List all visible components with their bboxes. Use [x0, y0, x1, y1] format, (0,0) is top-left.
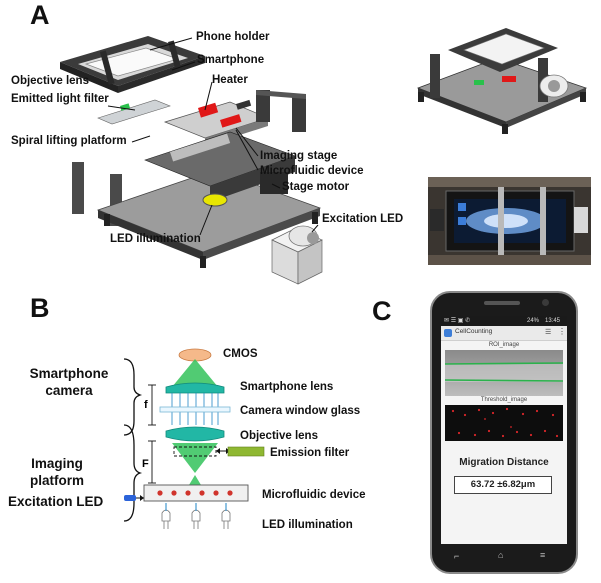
excitation-led-drawing [271, 225, 323, 285]
callout-heater: Heater [212, 74, 248, 86]
label-imaging-platform: Imaging platform [22, 455, 92, 489]
excitation-led-b [124, 495, 144, 501]
light-cone-lower [172, 443, 218, 473]
panel-c-letter: C [372, 296, 392, 326]
optical-path-diagram: f F [123, 348, 265, 529]
back-key-icon[interactable]: ⌐ [454, 551, 460, 561]
stage-motor-block [260, 172, 288, 194]
label-led-illumination-b: LED illumination [262, 519, 353, 531]
result-title: Migration Distance [459, 457, 549, 468]
roi-image [445, 350, 563, 396]
menu-icon[interactable]: ☰ [545, 329, 552, 336]
phone-screen: ✉ ☰ ▣ ✆ 24% 13:45 CellCounting ☰ ⋮ ROI_i… [441, 316, 567, 544]
phone-speaker [484, 301, 520, 305]
objective-lens-b [165, 426, 225, 442]
left-post [72, 162, 84, 214]
led-illumination-b [161, 509, 231, 529]
emission-filter [227, 446, 265, 457]
cells [157, 490, 233, 496]
label-emission-filter: Emission filter [270, 447, 350, 459]
assembled-device-render [408, 18, 593, 138]
status-bar: ✉ ☰ ▣ ✆ 24% 13:45 [441, 316, 567, 326]
label-objective-lens-b: Objective lens [240, 430, 318, 442]
label-f-small: f [144, 399, 148, 411]
roi-label: ROI_image [488, 342, 520, 348]
label-smartphone-lens: Smartphone lens [240, 381, 334, 393]
threshold-image [445, 405, 563, 441]
app-icon [444, 329, 452, 337]
phone-holder-drawing [60, 36, 205, 93]
callout-microfluidic-device: Microfluidic device [260, 165, 364, 177]
label-cmos: CMOS [223, 348, 258, 360]
callout-imaging-stage: Imaging stage [260, 150, 338, 162]
status-signal: 24% [527, 318, 540, 324]
microfluidic-device-b [143, 484, 249, 502]
brace-smartphone [123, 358, 143, 436]
label-excitation-led-b: Excitation LED [8, 494, 104, 509]
result-value: 63.72 ±6.82μm [470, 479, 536, 490]
label-smartphone-camera-text: Smartphone camera [29, 366, 109, 398]
status-time: 13:45 [545, 318, 561, 324]
app-title: CellCounting [455, 328, 493, 335]
callout-spiral-lifting-platform: Spiral lifting platform [11, 135, 127, 147]
panel-a-exploded-device [60, 36, 323, 285]
brace-imaging [123, 424, 143, 522]
label-imaging-platform-text: Imaging platform [30, 456, 84, 488]
light-cone-upper [172, 359, 218, 387]
smartphone-lens [165, 382, 225, 394]
callout-stage-motor: Stage motor [282, 181, 350, 193]
led-illumination-ring [202, 193, 228, 207]
overflow-icon[interactable]: ⋮ [558, 327, 566, 336]
right-bracket-drawing [256, 90, 306, 132]
label-smartphone-camera: Smartphone camera [17, 365, 121, 399]
callout-excitation-led: Excitation LED [322, 213, 404, 225]
callout-objective-lens: Objective lens [11, 75, 89, 87]
device-photo [428, 177, 591, 265]
result-value-box [454, 476, 552, 494]
panel-b-letter: B [30, 293, 50, 323]
threshold-label: Threshold_image [480, 397, 528, 403]
status-icons-left: ✉ ☰ ▣ ✆ [444, 318, 471, 324]
phone-body: ✉ ☰ ▣ ✆ 24% 13:45 CellCounting ☰ ⋮ ROI_i… [430, 291, 578, 574]
panel-a-letter: A [30, 0, 50, 30]
label-microfluidic-device-b: Microfluidic device [262, 489, 366, 501]
stage-mechanism-drawing [144, 131, 296, 207]
camera-window-glass [159, 406, 231, 413]
label-camera-window-glass: Camera window glass [240, 405, 361, 417]
callout-phone-holder: Phone holder [196, 31, 270, 43]
callout-emitted-light-filter: Emitted light filter [11, 93, 109, 105]
callout-leader-lines [107, 37, 319, 236]
led-rays [165, 503, 227, 511]
callout-led-illumination: LED illumination [110, 233, 201, 245]
menu-key-icon[interactable]: ≡ [540, 550, 546, 560]
app-bar: CellCounting ☰ ⋮ [441, 326, 567, 341]
emission-filter-slot [173, 446, 217, 457]
home-key-icon[interactable]: ⌂ [498, 550, 504, 560]
phone-camera-dot [542, 299, 549, 306]
label-f-large: F [142, 458, 149, 470]
objective-lens-strip [97, 99, 171, 125]
callout-smartphone: Smartphone [197, 54, 265, 66]
